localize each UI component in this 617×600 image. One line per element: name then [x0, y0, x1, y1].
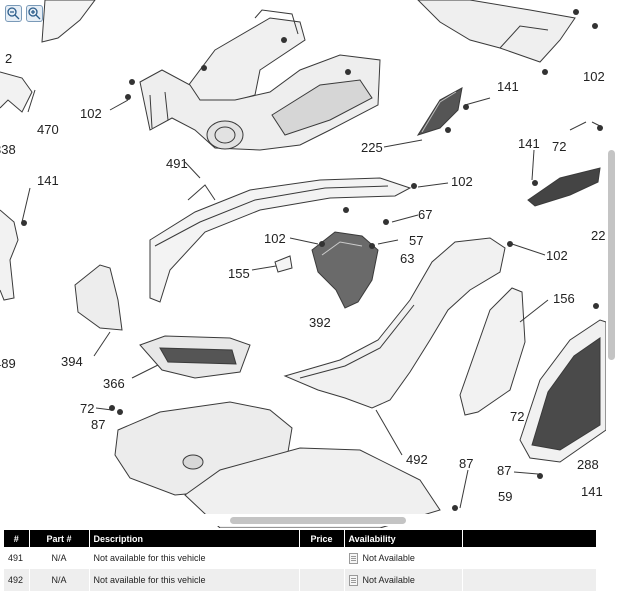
callout-491[interactable]: 491	[166, 156, 188, 171]
document-icon	[348, 552, 358, 564]
callout-366[interactable]: 366	[103, 376, 125, 391]
parts-table: # Part # Description Price Availability …	[4, 530, 597, 591]
zoom-out-icon	[7, 7, 20, 20]
horizontal-scroll-thumb[interactable]	[230, 517, 406, 524]
parts-diagram-viewport[interactable]: 2 470 338 102 491 141 225 141 102 141 72…	[0, 0, 617, 528]
callout-87[interactable]: 87	[459, 456, 474, 471]
row-number: 492	[4, 569, 30, 591]
column-header-price: Price	[299, 530, 345, 547]
callout-492[interactable]: 492	[406, 452, 428, 467]
row-extra	[462, 569, 597, 591]
parts-exploded-drawing	[0, 0, 607, 528]
table-row[interactable]: 491 N/A Not available for this vehicle N…	[4, 547, 597, 569]
zoom-in-icon	[28, 7, 41, 20]
table-header-row: # Part # Description Price Availability	[4, 530, 597, 547]
callout-338[interactable]: 338	[0, 142, 16, 157]
callout-102[interactable]: 102	[546, 248, 568, 263]
column-header-extra	[462, 530, 597, 547]
row-part-number: N/A	[29, 569, 90, 591]
callout-2[interactable]: 2	[5, 51, 13, 66]
column-header-description: Description	[89, 530, 300, 547]
document-icon	[348, 574, 358, 586]
table-row[interactable]: 492 N/A Not available for this vehicle N…	[4, 569, 597, 591]
callout-141[interactable]: 141	[497, 79, 519, 94]
callout-394[interactable]: 394	[61, 354, 83, 369]
row-extra	[462, 547, 597, 569]
column-header-part-number: Part #	[29, 530, 90, 547]
callout-57[interactable]: 57	[409, 233, 424, 248]
callout-22[interactable]: 22	[591, 228, 606, 243]
vertical-scrollbar[interactable]	[606, 0, 617, 528]
callout-392[interactable]: 392	[309, 315, 331, 330]
row-description: Not available for this vehicle	[89, 547, 300, 569]
row-description: Not available for this vehicle	[89, 569, 300, 591]
callout-155[interactable]: 155	[228, 266, 250, 281]
callout-156[interactable]: 156	[553, 291, 575, 306]
availability-status: Not Available	[362, 552, 415, 563]
row-availability: Not Available	[344, 547, 463, 569]
callout-141[interactable]: 141	[581, 484, 603, 499]
callout-102[interactable]: 102	[583, 69, 605, 84]
row-price	[299, 547, 345, 569]
callout-141[interactable]: 141	[37, 173, 59, 188]
zoom-in-button[interactable]	[26, 5, 43, 22]
callout-72[interactable]: 72	[552, 139, 567, 154]
callout-67[interactable]: 67	[418, 207, 433, 222]
callout-87[interactable]: 87	[497, 463, 512, 478]
callout-102[interactable]: 102	[80, 106, 102, 121]
callout-225[interactable]: 225	[361, 140, 383, 155]
callout-102[interactable]: 102	[451, 174, 473, 189]
availability-status: Not Available	[362, 574, 415, 585]
row-availability: Not Available	[344, 569, 463, 591]
zoom-out-button[interactable]	[5, 5, 22, 22]
callout-288[interactable]: 288	[577, 457, 599, 472]
column-header-number: #	[4, 530, 30, 547]
callout-72[interactable]: 72	[510, 409, 525, 424]
callout-63[interactable]: 63	[400, 251, 415, 266]
horizontal-scrollbar[interactable]	[0, 514, 612, 526]
callout-87[interactable]: 87	[91, 417, 106, 432]
callout-141[interactable]: 141	[518, 136, 540, 151]
vertical-scroll-thumb[interactable]	[608, 150, 615, 360]
row-number: 491	[4, 547, 30, 569]
callout-470[interactable]: 470	[37, 122, 59, 137]
callout-72[interactable]: 72	[80, 401, 95, 416]
row-price	[299, 569, 345, 591]
column-header-availability: Availability	[344, 530, 463, 547]
callout-102[interactable]: 102	[264, 231, 286, 246]
callout-489[interactable]: 489	[0, 356, 16, 371]
row-part-number: N/A	[29, 547, 90, 569]
callout-59[interactable]: 59	[498, 489, 513, 504]
